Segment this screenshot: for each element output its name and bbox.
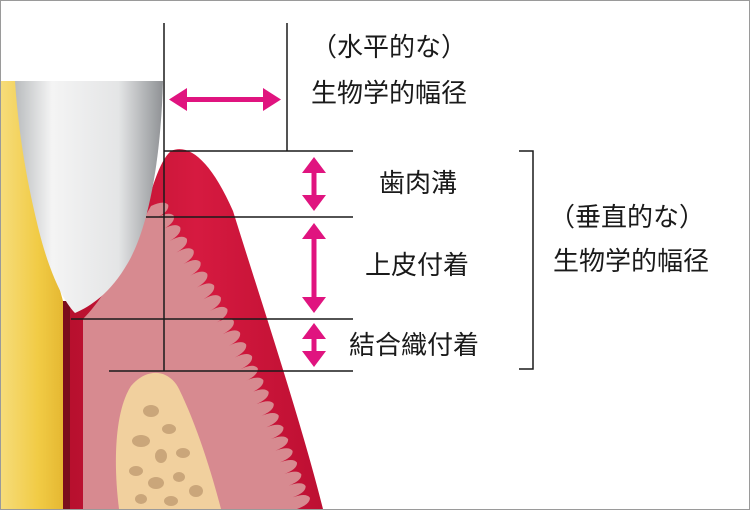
reference-lines <box>71 23 353 372</box>
arrows <box>169 88 326 367</box>
bone-trabeculae <box>129 405 203 506</box>
tooth-enamel <box>15 81 163 313</box>
vertical-width-title-line1: （垂直的な） <box>549 203 706 233</box>
epithelial-attachment-label: 上皮付着 <box>365 251 470 281</box>
vertical-width-title-line2: 生物学的幅径 <box>553 247 710 277</box>
tooth-root-surface <box>63 301 70 509</box>
sulcus-label: 歯肉溝 <box>379 169 458 199</box>
sulcus-arrow <box>302 157 326 211</box>
horizontal-width-title-line1: （水平的な） <box>311 33 468 63</box>
connective-attachment-arrow <box>302 323 326 367</box>
vertical-width-bracket <box>519 150 534 370</box>
horizontal-width-title-line2: 生物学的幅径 <box>311 79 468 109</box>
horizontal-width-arrow <box>169 88 281 111</box>
alveolar-bone <box>115 372 221 509</box>
tooth-dentin <box>1 81 63 509</box>
epithelial-attachment-arrow <box>302 223 326 313</box>
connective-tissue-attachment-label: 結合織付着 <box>349 331 480 361</box>
